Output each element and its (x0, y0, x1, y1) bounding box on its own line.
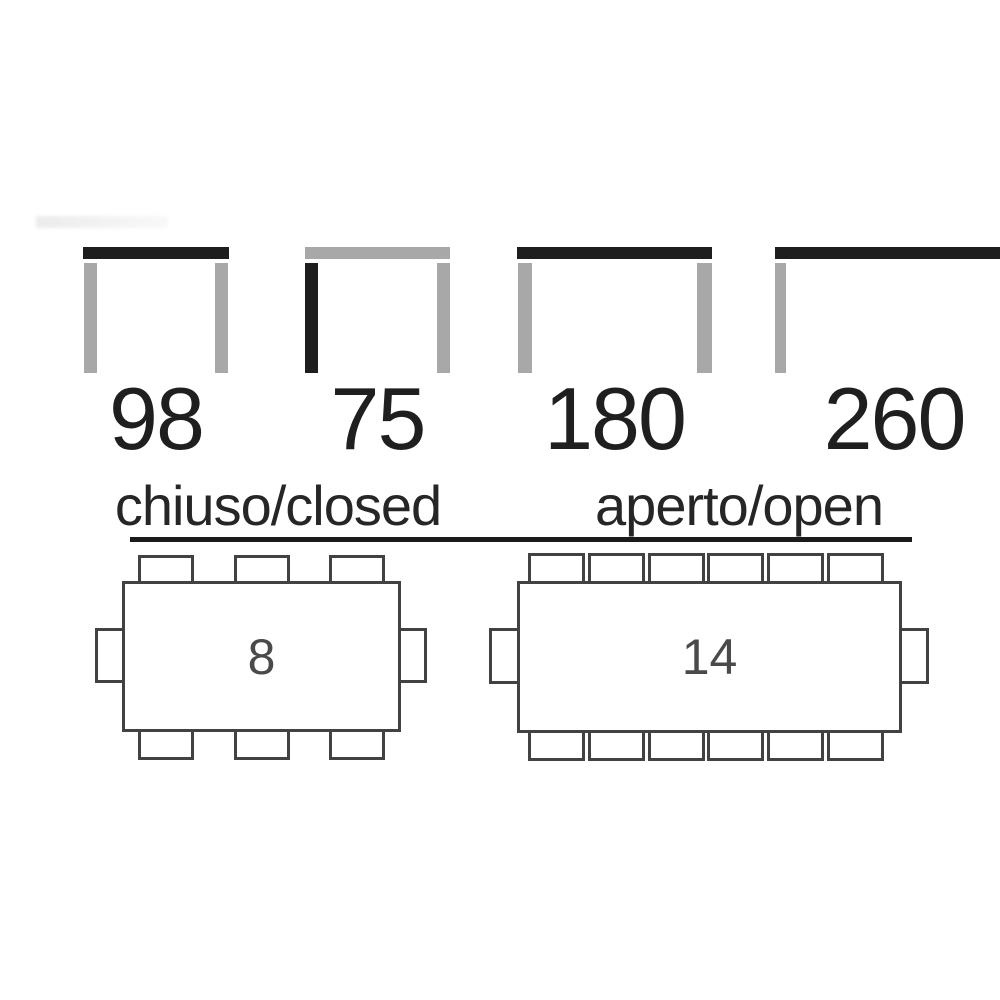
table-left-leg (84, 263, 97, 373)
chair (233, 728, 290, 760)
chair (767, 729, 825, 761)
size-value-75: 75 (330, 369, 427, 468)
chair (138, 728, 194, 760)
closed-table-chair-right (397, 628, 427, 683)
closed-table-chairs-bottom (122, 728, 401, 760)
tabletop-bar (83, 247, 229, 259)
chair (329, 728, 385, 760)
size-value-98: 98 (109, 369, 205, 468)
table-right-leg (215, 263, 228, 373)
chair (707, 729, 765, 761)
table-side-icon-height-75: 75 (305, 247, 450, 468)
open-table-chairs-bottom (517, 729, 902, 761)
table-left-leg-highlighted (305, 263, 318, 373)
chair (587, 729, 645, 761)
chair (528, 729, 585, 761)
tabletop-bar (775, 247, 1000, 259)
section-divider-line (130, 537, 912, 542)
table-side-icon-width-98: 98 (83, 247, 229, 468)
closed-seat-count: 8 (247, 628, 276, 685)
table-side-icon-length-180: 180 (517, 247, 712, 468)
table-left-leg (518, 263, 532, 373)
table-right-leg (437, 263, 450, 373)
open-configuration-label: aperto/open (595, 474, 884, 537)
scan-smudge (36, 216, 168, 228)
closed-configuration-label: chiuso/closed (114, 474, 442, 537)
size-value-180: 180 (544, 369, 687, 468)
tabletop-bar (305, 247, 450, 259)
chair (647, 729, 705, 761)
size-value-260: 260 (823, 369, 967, 468)
open-table-chair-right (899, 628, 929, 684)
open-table-chair-left (489, 628, 520, 684)
open-table-top-view: 14 (517, 581, 902, 733)
table-left-leg (775, 263, 786, 373)
tabletop-bar (517, 247, 712, 259)
closed-table-chair-left (95, 628, 125, 683)
table-side-icon-length-260: 260 (775, 247, 1000, 468)
closed-table-top-view: 8 (122, 581, 401, 732)
open-seat-count: 14 (681, 629, 738, 685)
table-right-leg (697, 263, 712, 373)
chair (826, 729, 884, 761)
